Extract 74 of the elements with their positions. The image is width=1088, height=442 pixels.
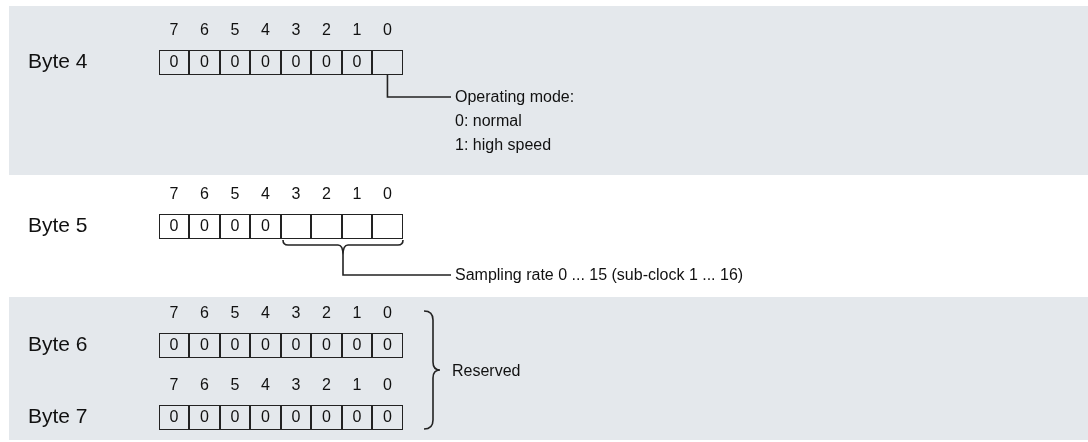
bit-cell: 0	[189, 50, 220, 75]
bit-number: 2	[321, 304, 332, 322]
bit-number: 0	[382, 21, 393, 39]
bit-cell: 0	[372, 405, 403, 430]
bit-cell: 0	[250, 50, 281, 75]
bit-cell: 0	[280, 405, 312, 430]
bit-number: 3	[290, 376, 302, 394]
bit-cell: 0	[250, 405, 281, 430]
bit-cell: 0	[280, 333, 312, 358]
bit-cell	[372, 50, 403, 75]
leader-line	[342, 254, 452, 276]
bit-number: 5	[229, 185, 241, 203]
bit-cell	[280, 214, 312, 239]
bit-cell: 0	[158, 50, 190, 75]
bit-number: 6	[199, 304, 210, 322]
bit-number: 7	[168, 304, 180, 322]
bit-number: 7	[168, 21, 180, 39]
bit-cell: 0	[341, 333, 373, 358]
curly-brace	[282, 240, 404, 255]
bit-cell: 0	[311, 333, 342, 358]
bit-number: 2	[321, 376, 332, 394]
bit-number: 1	[351, 185, 363, 203]
bit-number: 4	[260, 376, 271, 394]
byte-label: Byte 6	[28, 331, 88, 357]
byte-label: Byte 7	[28, 403, 88, 429]
bit-cell: 0	[280, 50, 312, 75]
bit-number: 7	[168, 376, 180, 394]
bit-cell	[311, 214, 342, 239]
bit-cell: 0	[341, 405, 373, 430]
bit-cell: 0	[311, 50, 342, 75]
byte-label: Byte 4	[28, 48, 88, 74]
description-text: Sampling rate 0 ... 15 (sub-clock 1 ... 16)	[455, 263, 744, 287]
bit-cell: 0	[219, 214, 251, 239]
bit-cell: 0	[341, 50, 373, 75]
bit-number: 0	[382, 376, 393, 394]
bit-number: 4	[260, 304, 271, 322]
bit-number: 4	[260, 21, 271, 39]
bit-cell: 0	[372, 333, 403, 358]
description-text: Operating mode: 0: normal 1: high speed	[455, 85, 575, 157]
bit-cell: 0	[158, 214, 190, 239]
bit-number: 6	[199, 376, 210, 394]
bit-cell: 0	[219, 405, 251, 430]
bit-number: 7	[168, 185, 180, 203]
bit-number: 5	[229, 376, 241, 394]
bit-number: 1	[351, 376, 363, 394]
bit-number: 3	[290, 185, 302, 203]
bit-number: 3	[290, 304, 302, 322]
bit-number: 5	[229, 21, 241, 39]
bit-number: 6	[199, 21, 210, 39]
bit-cell: 0	[189, 405, 220, 430]
bit-cell: 0	[219, 50, 251, 75]
bit-number: 2	[321, 185, 332, 203]
bit-number: 3	[290, 21, 302, 39]
bit-number: 0	[382, 304, 393, 322]
bit-cell: 0	[250, 214, 281, 239]
bit-cell: 0	[250, 333, 281, 358]
bit-cell: 0	[158, 405, 190, 430]
bit-cell: 0	[219, 333, 251, 358]
bit-cell: 0	[189, 214, 220, 239]
byte-label: Byte 5	[28, 212, 88, 238]
bit-number: 2	[321, 21, 332, 39]
bit-number: 0	[382, 185, 393, 203]
bit-number: 5	[229, 304, 241, 322]
bit-number: 6	[199, 185, 210, 203]
leader-line	[386, 74, 452, 98]
group-label: Reserved	[452, 361, 521, 381]
bit-cell: 0	[311, 405, 342, 430]
bit-cell: 0	[158, 333, 190, 358]
bit-cell: 0	[189, 333, 220, 358]
bit-cell	[341, 214, 373, 239]
bit-number: 4	[260, 185, 271, 203]
bit-number: 1	[351, 21, 363, 39]
bit-number: 1	[351, 304, 363, 322]
bit-cell	[372, 214, 403, 239]
